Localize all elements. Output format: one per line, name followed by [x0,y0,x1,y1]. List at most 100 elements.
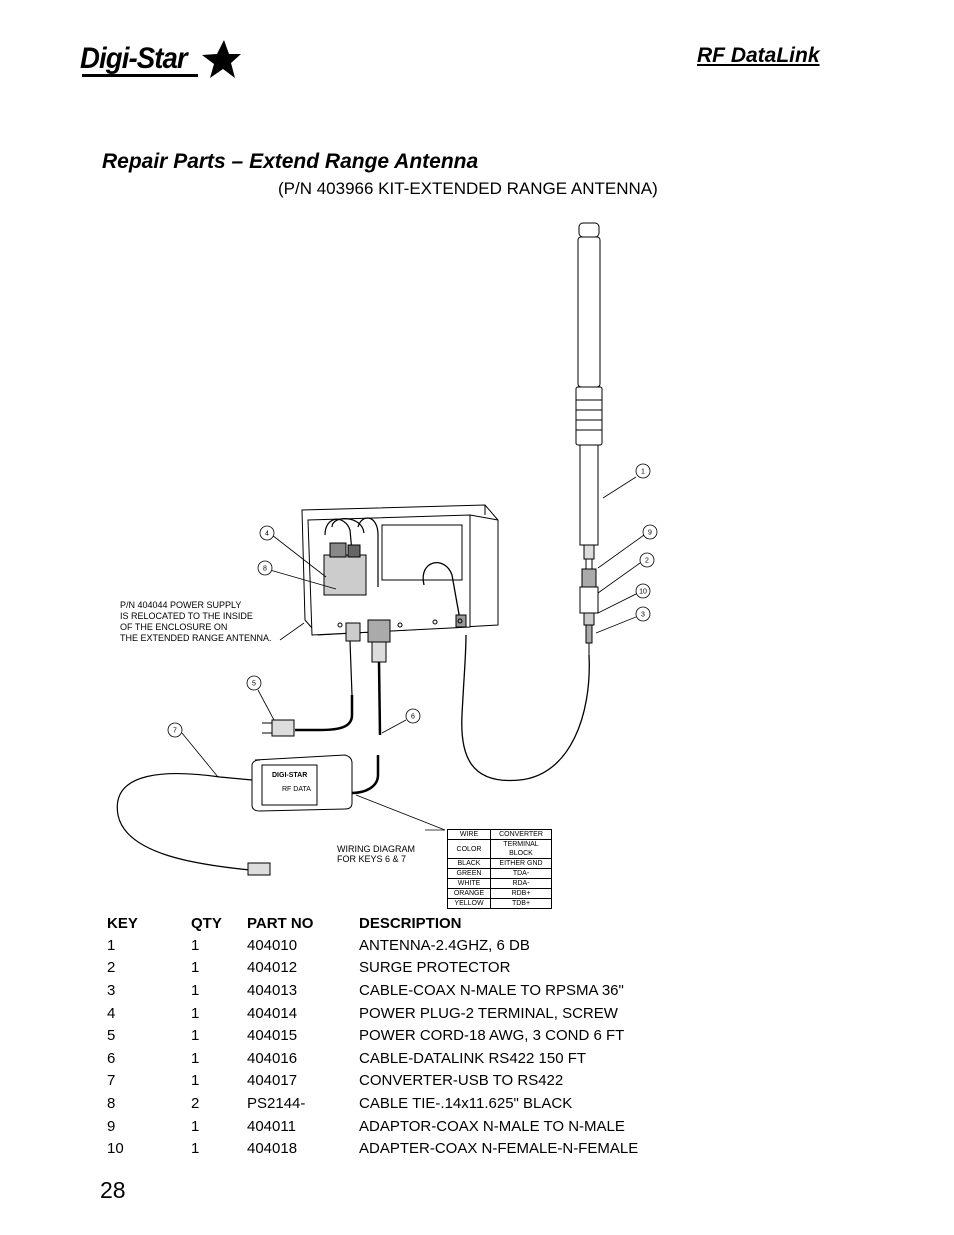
svg-text:6: 6 [411,714,415,721]
cell-key: 4 [107,1004,116,1022]
cell-qty: 1 [191,1004,200,1022]
cell-description: ADAPTOR-COAX N-MALE TO N-MALE [359,1117,625,1135]
cell-key: 10 [107,1140,124,1158]
wiring-header-cell: COLOR [447,839,491,859]
cell-description: CONVERTER-USB TO RS422 [359,1072,564,1090]
column-header-qty: QTY [191,914,222,932]
digi-star-logo: Digi-Star [80,40,250,84]
wiring-diagram-label-2: FOR KEYS 6 & 7 [337,854,406,864]
wire-color: ORANGE [447,888,491,899]
cell-key: 8 [107,1094,116,1112]
terminal-block: EITHER GND [490,858,552,869]
column-header-description: DESCRIPTION [359,914,462,932]
wiring-table-row: GREEN TDA- [447,868,552,879]
cell-qty: 2 [191,1094,200,1112]
callout-2: 2 [639,552,655,568]
table-row: 1 1 404010 ANTENNA-2.4GHZ, 6 DB [107,934,679,957]
wire-color: BLACK [447,858,491,869]
cell-description: CABLE-COAX N-MALE TO RPSMA 36" [359,981,624,999]
power-cord [349,640,353,696]
cell-key: 9 [107,1117,116,1135]
column-header-part-no: PART NO [247,914,314,932]
cell-description: ADAPTER-COAX N-FEMALE-N-FEMALE [359,1140,639,1158]
kit-subtitle: (P/N 403966 KIT-EXTENDED RANGE ANTENNA) [278,179,658,198]
cell-qty: 1 [191,1027,200,1045]
wiring-table-row: BLACK EITHER GND [447,858,552,869]
wiring-diagram-label-1: WIRING DIAGRAM [337,844,415,854]
wiring-table-header-row: WIRE CONVERTER [447,829,552,840]
cell-key: 5 [107,1027,116,1045]
enclosure-drawing [301,504,499,663]
section-title: RF DataLink [697,44,820,67]
cell-description: POWER PLUG-2 TERMINAL, SCREW [359,1004,618,1022]
power-supply-note-line-1: P/N 404044 POWER SUPPLY [120,600,241,610]
cell-qty: 1 [191,981,200,999]
wiring-table-header-row: COLOR TERMINAL BLOCK [447,839,552,859]
cell-part-no: PS2144- [247,1094,306,1112]
svg-text:9: 9 [648,530,652,537]
coax-cable-loop [461,634,590,782]
cell-key: 3 [107,981,116,999]
cell-part-no: 404012 [247,959,298,977]
cell-part-no: 404018 [247,1140,298,1158]
antenna-kit-diagram: 1 9 2 10 3 4 8 5 6 7 P/N 404044 POWER SU… [116,222,658,876]
cell-description: CABLE TIE-.14x11.625" BLACK [359,1094,573,1112]
column-header-key: KEY [107,914,138,932]
svg-text:3: 3 [641,612,645,619]
callout-3: 3 [635,606,651,622]
cell-part-no: 404016 [247,1049,298,1067]
logo-text: Digi-Star [80,42,188,75]
converter-drawing [251,754,353,812]
wiring-header-cell: WIRE [447,829,491,840]
callout-7: 7 [167,722,183,738]
callout-1: 1 [635,463,651,479]
cell-description: ANTENNA-2.4GHZ, 6 DB [359,936,530,954]
antenna-drawing [575,222,603,546]
callout-4: 4 [259,525,275,541]
wiring-table-row: ORANGE RDB+ [447,888,552,899]
parts-table-header: KEY QTY PART NO DESCRIPTION [107,912,679,934]
terminal-block: TDA- [490,868,552,879]
cell-part-no: 404010 [247,936,298,954]
svg-text:1: 1 [641,469,645,476]
cell-part-no: 404014 [247,1004,298,1022]
wire-color: GREEN [447,868,491,879]
cell-part-no: 404015 [247,1027,298,1045]
svg-text:7: 7 [173,728,177,735]
plug-drawing [262,719,295,737]
table-row: 7 1 404017 CONVERTER-USB TO RS422 [107,1070,679,1093]
cell-qty: 1 [191,936,200,954]
callout-9: 9 [642,524,658,540]
callout-10: 10 [635,583,651,599]
usb-cable [116,773,253,871]
power-plug [295,695,354,732]
datalink-cable [351,661,382,795]
table-row: 4 1 404014 POWER PLUG-2 TERMINAL, SCREW [107,1002,679,1025]
cell-qty: 1 [191,1049,200,1067]
callout-8: 8 [257,560,273,576]
power-supply-note-line-3: OF THE ENCLOSURE ON [120,622,227,632]
cell-part-no: 404017 [247,1072,298,1090]
cell-description: SURGE PROTECTOR [359,959,511,977]
cell-key: 6 [107,1049,116,1067]
wiring-table: WIRE CONVERTER COLOR TERMINAL BLOCK BLAC… [447,829,552,909]
cell-qty: 1 [191,1072,200,1090]
power-supply-note-line-2: IS RELOCATED TO THE INSIDE [120,611,253,621]
parts-table: KEY QTY PART NO DESCRIPTION 1 1 404010 ANTE… [107,912,679,1160]
cell-key: 7 [107,1072,116,1090]
logo-underline [82,74,198,77]
cell-key: 1 [107,936,116,954]
cell-qty: 1 [191,1117,200,1135]
callout-6: 6 [405,708,421,724]
callout-5: 5 [246,675,262,691]
svg-text:5: 5 [252,681,256,688]
wire-color: WHITE [447,878,491,889]
terminal-block: RDA- [490,878,552,889]
svg-text:8: 8 [263,566,267,573]
svg-text:4: 4 [265,531,269,538]
